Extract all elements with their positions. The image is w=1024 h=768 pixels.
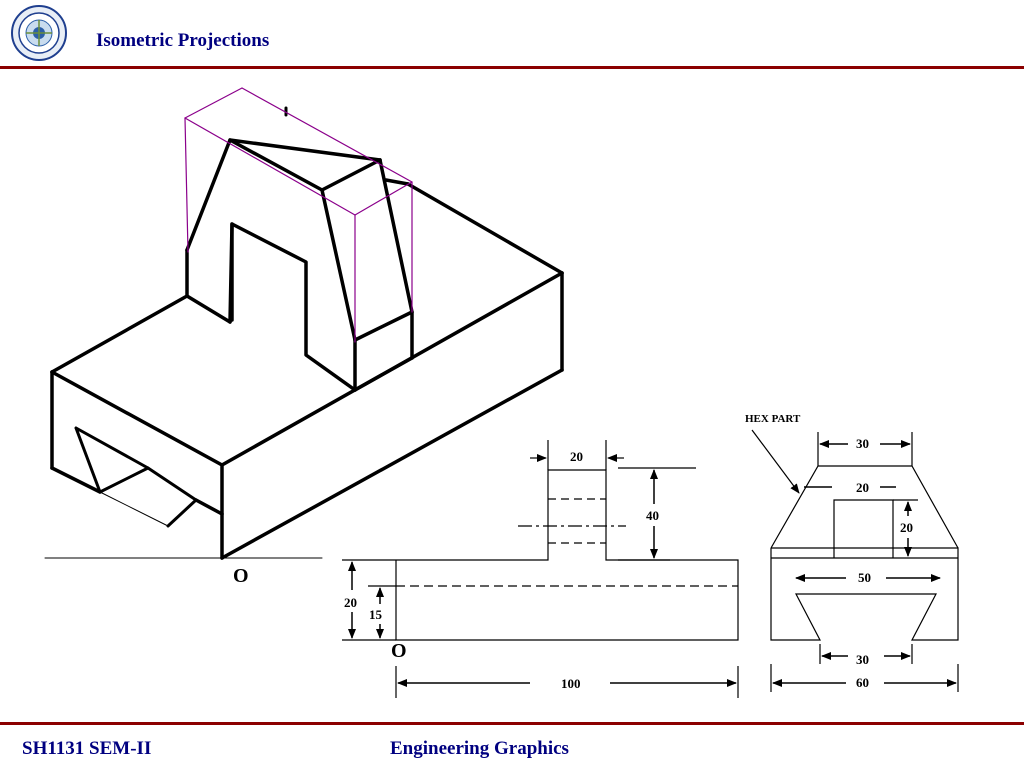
hex-part-callout: HEX PART — [745, 413, 801, 425]
block-outline — [833, 499, 894, 558]
side-view — [751, 429, 959, 692]
side-dim-block-height: 20 — [900, 520, 913, 535]
front-origin-label: O — [391, 640, 407, 662]
side-dim-overall-width: 60 — [856, 675, 869, 690]
course-code: SH1131 SEM-II — [22, 738, 152, 759]
side-view-outline — [770, 547, 959, 641]
header-divider — [0, 66, 1024, 69]
front-dim-height: 40 — [646, 508, 659, 523]
front-dim-top-width: 20 — [570, 449, 583, 464]
slide-title: Isometric Projections — [96, 30, 270, 51]
side-dim-slot-bottom: 30 — [856, 652, 869, 667]
front-view — [342, 440, 739, 698]
subject-title: Engineering Graphics — [390, 738, 569, 759]
side-dim-slot-top: 50 — [858, 570, 871, 585]
isometric-origin-label: O — [233, 565, 249, 587]
side-dim-block-width: 20 — [856, 480, 869, 495]
v-slot-hidden-edge — [99, 491, 169, 527]
upright-arch — [185, 138, 414, 392]
isometric-view — [44, 87, 564, 560]
construction-lines — [184, 87, 413, 343]
front-dim-overall-height: 20 — [344, 595, 357, 610]
institute-logo — [11, 5, 67, 61]
front-view-outline — [395, 469, 739, 641]
v-slot — [74, 426, 198, 528]
front-dim-inner-height: 15 — [369, 607, 383, 622]
hex-part-outline — [770, 465, 959, 549]
callout-leader — [751, 429, 800, 494]
base-block — [50, 182, 564, 560]
side-dim-top-width: 30 — [856, 436, 869, 451]
footer-divider — [0, 722, 1024, 725]
front-dim-length: 100 — [561, 676, 581, 691]
